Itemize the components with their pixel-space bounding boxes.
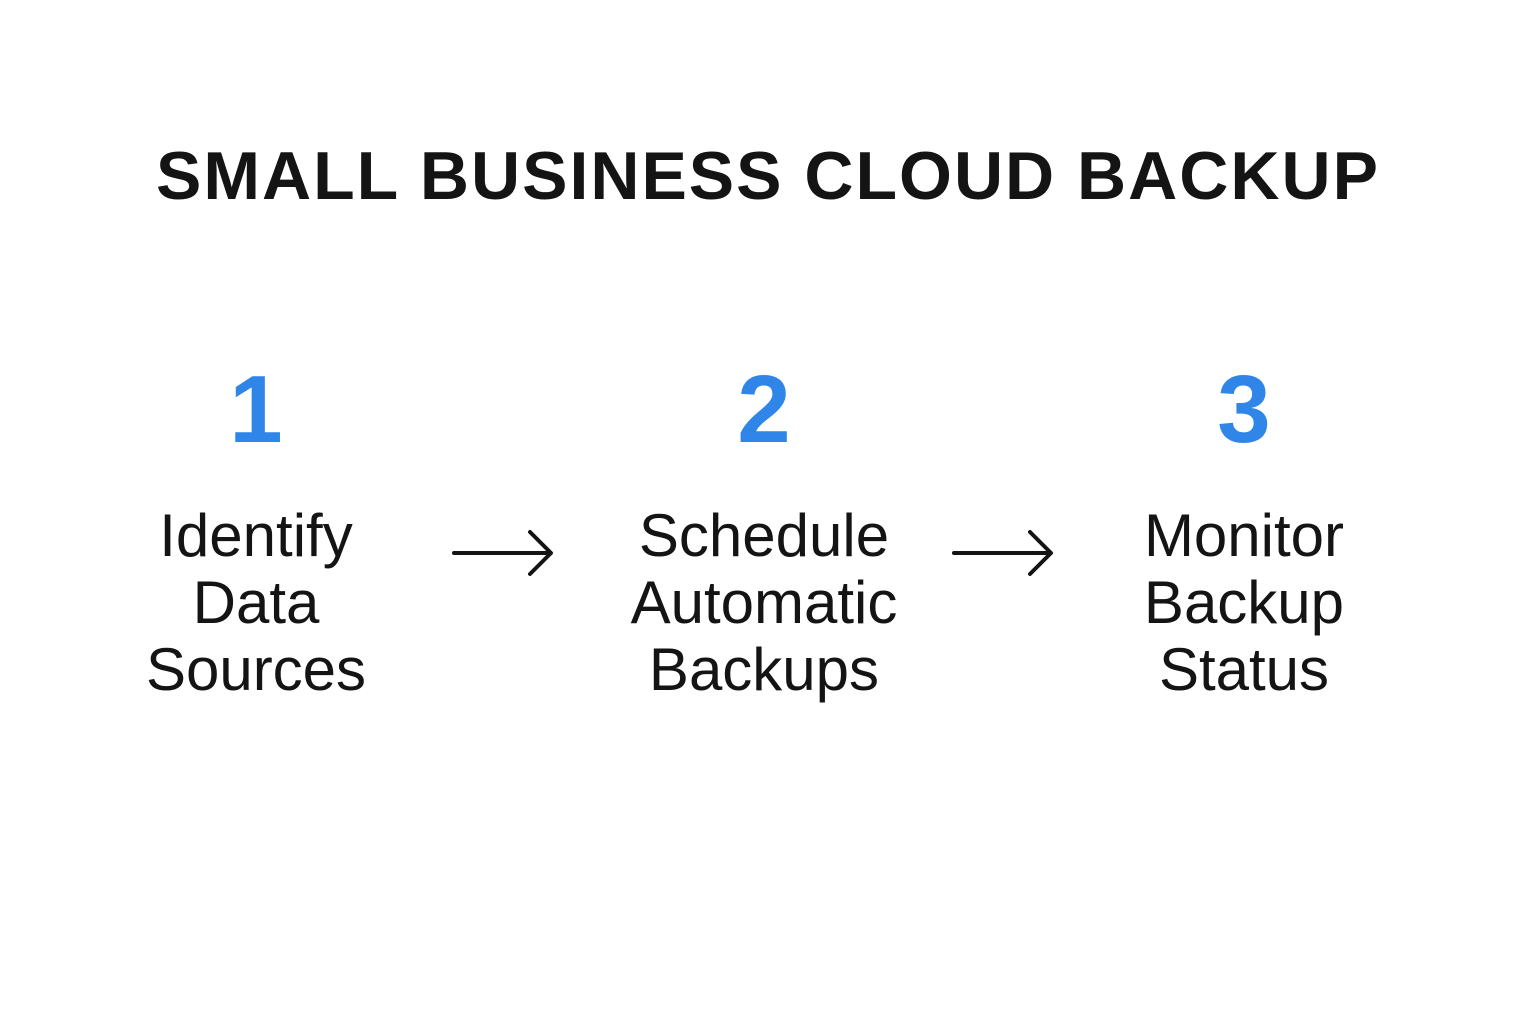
step-label-line: Backup xyxy=(1143,569,1345,636)
diagram-title: SMALL BUSINESS CLOUD BACKUP xyxy=(156,138,1380,214)
step-number: 1 xyxy=(229,356,283,463)
right-arrow-icon xyxy=(452,530,553,576)
step-1: 1 Identify Data Sources xyxy=(66,356,446,704)
step-label: Identify Data Sources xyxy=(66,502,446,703)
step-label-line: Sources xyxy=(145,636,367,703)
step-label: Monitor Backup Status xyxy=(1054,502,1434,703)
step-label: Schedule Automatic Backups xyxy=(574,502,954,703)
step-label-line: Data xyxy=(192,569,320,636)
step-label-line: Monitor xyxy=(1143,502,1345,569)
step-label-line: Automatic xyxy=(630,569,898,636)
step-number: 3 xyxy=(1217,356,1271,463)
right-arrow-icon xyxy=(952,530,1053,576)
step-2: 2 Schedule Automatic Backups xyxy=(574,356,954,704)
step-label-line: Schedule xyxy=(638,502,890,569)
step-label-line: Identify xyxy=(159,502,353,569)
step-label-line: Backups xyxy=(648,636,880,703)
step-label-line: Status xyxy=(1158,636,1330,703)
step-number: 2 xyxy=(737,356,791,463)
step-3: 3 Monitor Backup Status xyxy=(1054,356,1434,704)
